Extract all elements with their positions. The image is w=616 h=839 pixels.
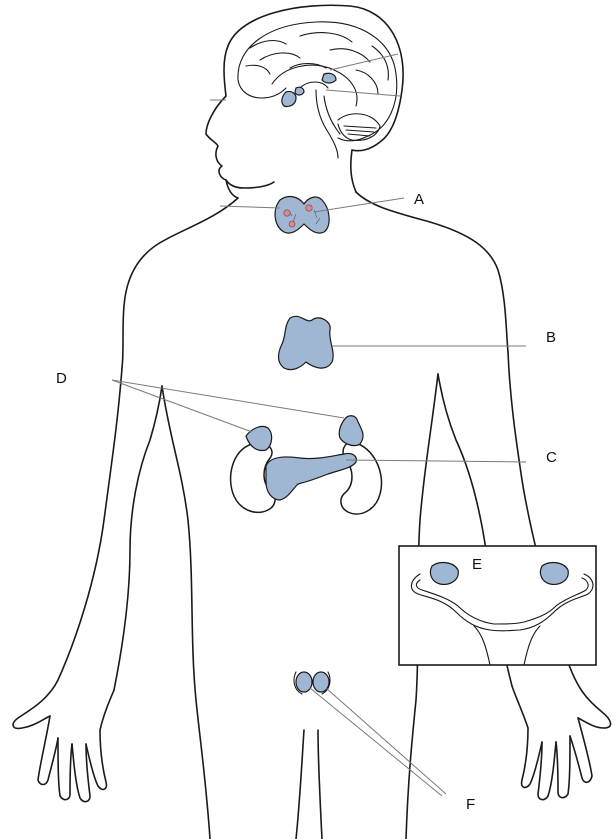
pineal-gland [322,73,336,83]
label-b: B [546,329,556,346]
label-f: F [466,796,475,813]
right-adrenal-gland [339,416,363,446]
pancreas [266,453,356,500]
right-ovary [540,563,568,585]
parathyroid-gland [289,221,295,227]
thyroid-gland [275,197,329,234]
left-testis [296,672,312,692]
pituitary-gland [282,91,296,106]
leader-line-D-left [112,380,252,432]
hypothalamus [295,87,304,95]
label-d: D [56,370,67,387]
left-ovary [430,563,458,585]
brain-illustration [238,22,397,158]
ovary-inset [399,546,596,665]
parathyroid-gland [306,205,312,211]
label-a: A [414,191,424,208]
right-kidney [341,442,382,514]
body-outline [13,5,611,839]
label-c: C [546,449,557,466]
parathyroid-gland [284,210,290,216]
thymus-gland [279,316,334,369]
leader-line-F-right [326,688,446,794]
label-e: E [472,556,482,573]
leader-line-F-left [310,688,442,796]
leader-line-D-right [112,380,344,418]
testes [294,672,330,694]
